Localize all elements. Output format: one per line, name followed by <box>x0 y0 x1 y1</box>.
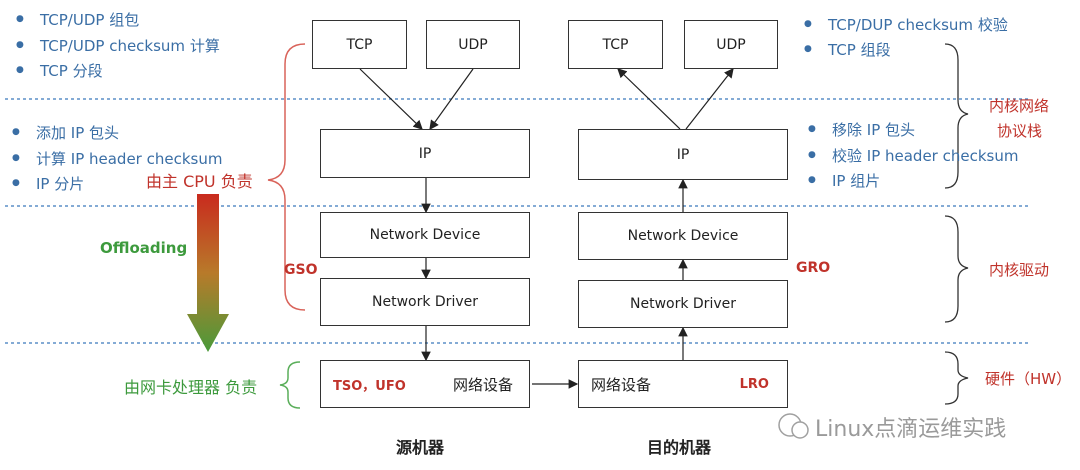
kernel-stack-label-1: 内核网络 <box>989 97 1050 115</box>
src-udp-box: UDP <box>426 20 520 69</box>
note-tcpudp-pack: TCP/UDP 组包 <box>16 9 139 30</box>
kernel-stack-label-2: 协议栈 <box>997 122 1043 140</box>
src-udp-label: UDP <box>458 36 488 53</box>
dst-hw-box: 网络设备 LRO <box>578 360 788 408</box>
src-device-box: Network Device <box>320 212 530 258</box>
dst-driver-box: Network Driver <box>578 280 788 328</box>
dst-ip-box: IP <box>578 129 788 180</box>
src-hw-box: TSO，UFO 网络设备 <box>320 360 530 408</box>
note-tcp-segment: TCP 分段 <box>16 60 102 81</box>
note-remove-ip-header: 移除 IP 包头 <box>808 119 915 140</box>
src-device-label: Network Device <box>369 227 481 243</box>
hardware-label: 硬件（HW） <box>985 370 1072 388</box>
src-tcp-box: TCP <box>312 20 407 69</box>
note-checksum-verify: TCP/DUP checksum 校验 <box>804 14 1008 35</box>
dst-caption: 目的机器 <box>647 438 712 457</box>
offloading-label: Offloading <box>100 239 188 257</box>
src-driver-label: Network Driver <box>372 294 478 310</box>
driver-bracket <box>944 215 969 323</box>
note-add-ip-header: 添加 IP 包头 <box>12 122 119 143</box>
nic-bracket <box>279 361 301 409</box>
gro-label: GRO <box>796 260 831 276</box>
dst-driver-label: Network Driver <box>630 296 736 312</box>
watermark-text: Linux点滴运维实践 <box>815 417 1007 442</box>
note-tcp-assemble: TCP 组段 <box>804 39 890 60</box>
lro-label: LRO <box>739 376 769 392</box>
dst-udp-box: UDP <box>684 20 778 69</box>
dst-nic-label: 网络设备 <box>591 375 652 394</box>
src-arrow-tcp-ip <box>359 68 423 130</box>
dst-ip-label: IP <box>676 146 690 163</box>
stack-bracket <box>944 43 969 189</box>
nic-label: 由网卡处理器 负责 <box>124 378 258 397</box>
src-tcp-label: TCP <box>346 36 373 53</box>
note-ip-checksum-calc: 计算 IP header checksum <box>12 148 223 169</box>
gso-label: GSO <box>284 262 318 278</box>
cpu-bracket <box>267 43 306 311</box>
src-nic-label: 网络设备 <box>452 375 513 394</box>
src-arrow-udp-ip <box>429 68 474 130</box>
note-ip-checksum-verify: 校验 IP header checksum <box>808 145 1019 166</box>
cpu-label: 由主 CPU 负责 <box>146 172 253 191</box>
tso-ufo-label: TSO，UFO <box>333 378 406 394</box>
dst-device-box: Network Device <box>578 212 788 260</box>
hw-bracket <box>944 351 969 405</box>
dst-tcp-box: TCP <box>568 20 663 69</box>
src-ip-box: IP <box>320 129 530 178</box>
offloading-arrow <box>187 194 229 352</box>
dst-device-label: Network Device <box>627 228 739 244</box>
src-driver-box: Network Driver <box>320 278 530 326</box>
dst-tcp-label: TCP <box>602 36 629 53</box>
src-caption: 源机器 <box>396 438 445 457</box>
src-ip-label: IP <box>418 145 432 162</box>
note-ip-fragment: IP 分片 <box>12 173 84 194</box>
dst-arrow-ip-tcp <box>617 68 681 130</box>
dst-udp-label: UDP <box>716 36 746 53</box>
dst-arrow-ip-udp <box>685 68 734 130</box>
note-ip-reassemble: IP 组片 <box>808 170 880 191</box>
note-checksum-calc: TCP/UDP checksum 计算 <box>16 35 220 56</box>
kernel-driver-label: 内核驱动 <box>989 261 1050 279</box>
